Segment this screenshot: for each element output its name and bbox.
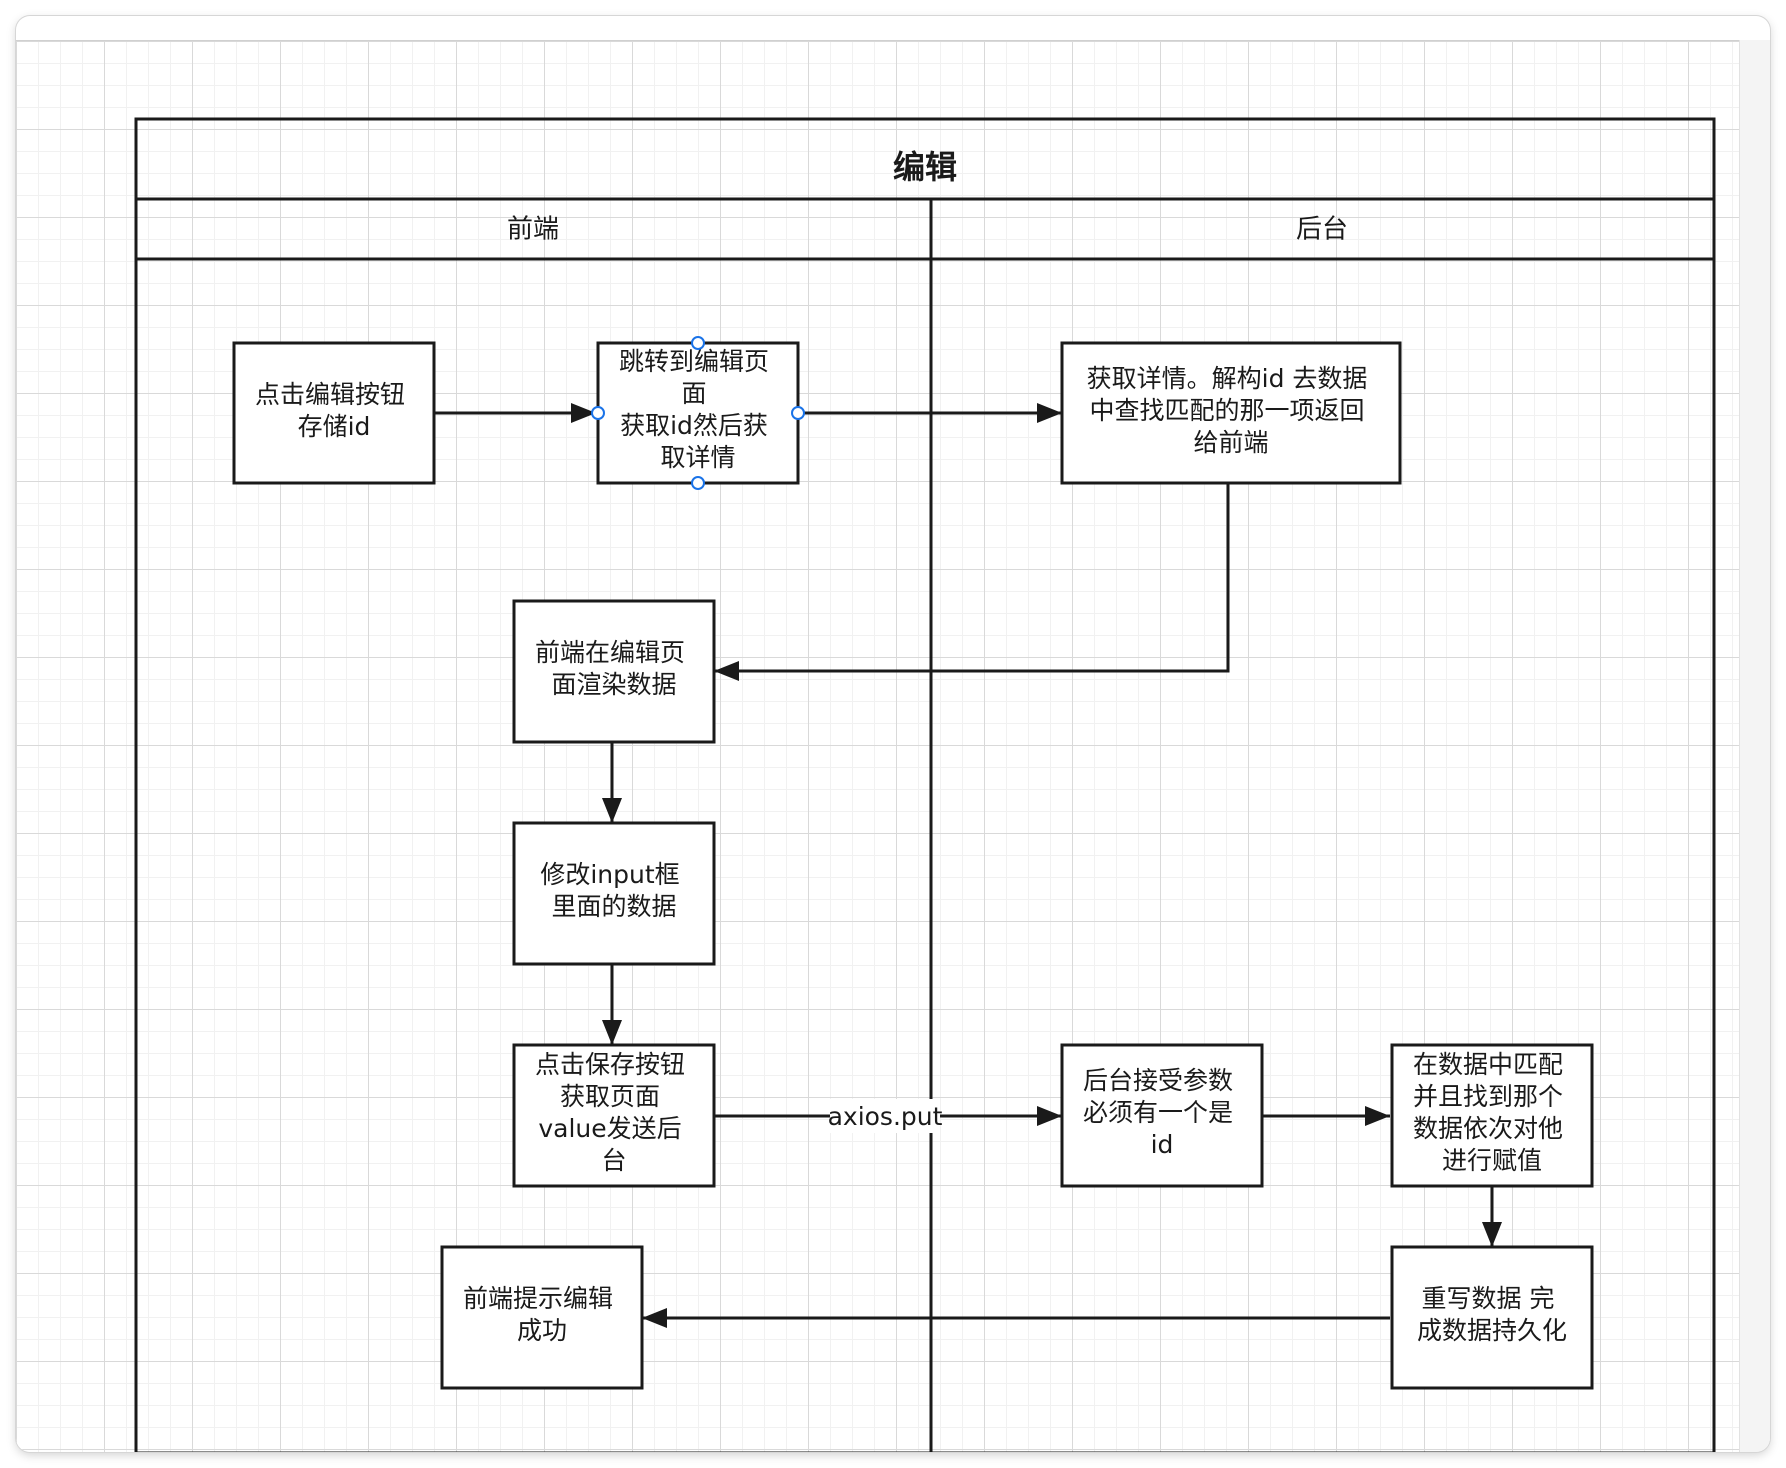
node-label-line: id	[1151, 1130, 1174, 1159]
node-n2[interactable]: 跳转到编辑页 面 获取id然后获 取详情	[591, 336, 805, 490]
node-label-line: 在数据中匹配	[1413, 1050, 1563, 1079]
node-label-line: 成功	[517, 1316, 567, 1345]
lane-title-frontend[interactable]: 前端	[507, 215, 559, 245]
node-n3[interactable]: 获取详情。解构id 去数据 中查找匹配的那一项返回 给前端	[1060, 341, 1402, 485]
node-label: 后台接受参数 必须有一个是 id	[1083, 1066, 1241, 1159]
node-label-line: 必须有一个是	[1083, 1098, 1233, 1127]
connection-handle-bottom[interactable]	[691, 476, 705, 490]
node-n4[interactable]: 前端在编辑页 面渲染数据	[512, 599, 716, 744]
node-label-line: 数据依次对他	[1413, 1114, 1563, 1143]
node-label: 修改input框 里面的数据	[540, 860, 687, 921]
node-box	[1390, 1043, 1594, 1188]
node-label-line: value发送后	[538, 1114, 681, 1143]
edge-label-bg	[830, 1099, 940, 1133]
node-label-line: 给前端	[1193, 428, 1268, 457]
pool-title: 编辑	[893, 148, 957, 186]
node-label-line: 重写数据 完	[1422, 1284, 1555, 1313]
node-n6[interactable]: 点击保存按钮 获取页面 value发送后 台	[512, 1043, 716, 1188]
node-label-line: 面渲染数据	[551, 670, 676, 699]
node-label-line: 后台接受参数	[1083, 1066, 1233, 1095]
node-label-line: 获取页面	[560, 1082, 660, 1111]
node-n7[interactable]: 后台接受参数 必须有一个是 id	[1060, 1043, 1264, 1188]
node-label-line: 成数据持久化	[1417, 1316, 1567, 1345]
swimlane-diagram: 编辑 前端 后台 axios.put	[134, 117, 1716, 1452]
node-label-line: 获取id然后获	[620, 411, 768, 440]
node-label-line: 并且找到那个	[1413, 1082, 1563, 1111]
pool-frame	[134, 117, 1716, 1452]
edge-n3-n4[interactable]	[714, 483, 1230, 681]
node-box	[512, 599, 716, 744]
node-n9[interactable]: 重写数据 完 成数据持久化	[1390, 1245, 1594, 1390]
node-n5[interactable]: 修改input框 里面的数据	[512, 821, 716, 966]
node-box	[440, 1245, 644, 1390]
node-label: 前端提示编辑 成功	[463, 1284, 621, 1345]
connection-handle-left[interactable]	[591, 406, 605, 420]
node-label-line: 点击编辑按钮	[255, 380, 405, 409]
node-n8[interactable]: 在数据中匹配 并且找到那个 数据依次对他 进行赋值	[1390, 1043, 1594, 1188]
node-label: 获取详情。解构id 去数据 中查找匹配的那一项返回 给前端	[1087, 364, 1376, 457]
node-label-line: 修改input框	[540, 860, 679, 889]
node-box	[1060, 1043, 1264, 1188]
node-label-line: 取详情	[660, 443, 735, 472]
node-label-line: 中查找匹配的那一项返回	[1090, 396, 1365, 425]
lane-title-backend[interactable]: 后台	[1296, 215, 1348, 245]
node-box	[1390, 1245, 1594, 1390]
node-n10[interactable]: 前端提示编辑 成功	[440, 1245, 644, 1390]
node-label-line: 面	[682, 379, 707, 408]
node-label-line: 台	[601, 1146, 626, 1175]
node-box	[512, 1043, 716, 1188]
node-label: 点击保存按钮 获取页面 value发送后 台	[535, 1050, 693, 1175]
diagram-canvas[interactable]: 编辑 前端 后台 axios.put	[16, 40, 1740, 1452]
node-label: 前端在编辑页 面渲染数据	[535, 638, 693, 699]
node-label-line: 获取详情。解构id 去数据	[1087, 364, 1368, 393]
node-label: 跳转到编辑页 面 获取id然后获 取详情	[619, 347, 777, 472]
node-label-line: 前端在编辑页	[535, 638, 685, 667]
node-box	[512, 821, 716, 966]
node-label-line: 前端提示编辑	[463, 1284, 613, 1313]
node-label-line: 存储id	[298, 412, 371, 441]
node-box	[1060, 341, 1402, 485]
diagram-window: 编辑 前端 后台 axios.put	[16, 16, 1770, 1452]
node-n1[interactable]: 点击编辑按钮 存储id	[232, 341, 436, 485]
node-box	[596, 341, 800, 485]
node-label: 在数据中匹配 并且找到那个 数据依次对他 进行赋值	[1413, 1050, 1571, 1175]
node-label: 重写数据 完 成数据持久化	[1417, 1284, 1567, 1345]
vertical-scrollbar[interactable]	[1739, 40, 1770, 1452]
node-label-line: 里面的数据	[551, 892, 676, 921]
node-label-line: 进行赋值	[1442, 1146, 1542, 1175]
pool[interactable]: 编辑	[134, 117, 1716, 1452]
connection-handle-top[interactable]	[691, 336, 705, 350]
edge-label-axios-put[interactable]: axios.put	[828, 1102, 943, 1131]
edges: axios.put	[434, 403, 1502, 1328]
connection-handle-right[interactable]	[791, 406, 805, 420]
node-label-line: 点击保存按钮	[535, 1050, 685, 1079]
node-label: 点击编辑按钮 存储id	[255, 380, 413, 441]
node-box	[232, 341, 436, 485]
node-label-line: 跳转到编辑页	[619, 347, 769, 376]
lanes: 前端 后台	[136, 199, 1714, 1452]
